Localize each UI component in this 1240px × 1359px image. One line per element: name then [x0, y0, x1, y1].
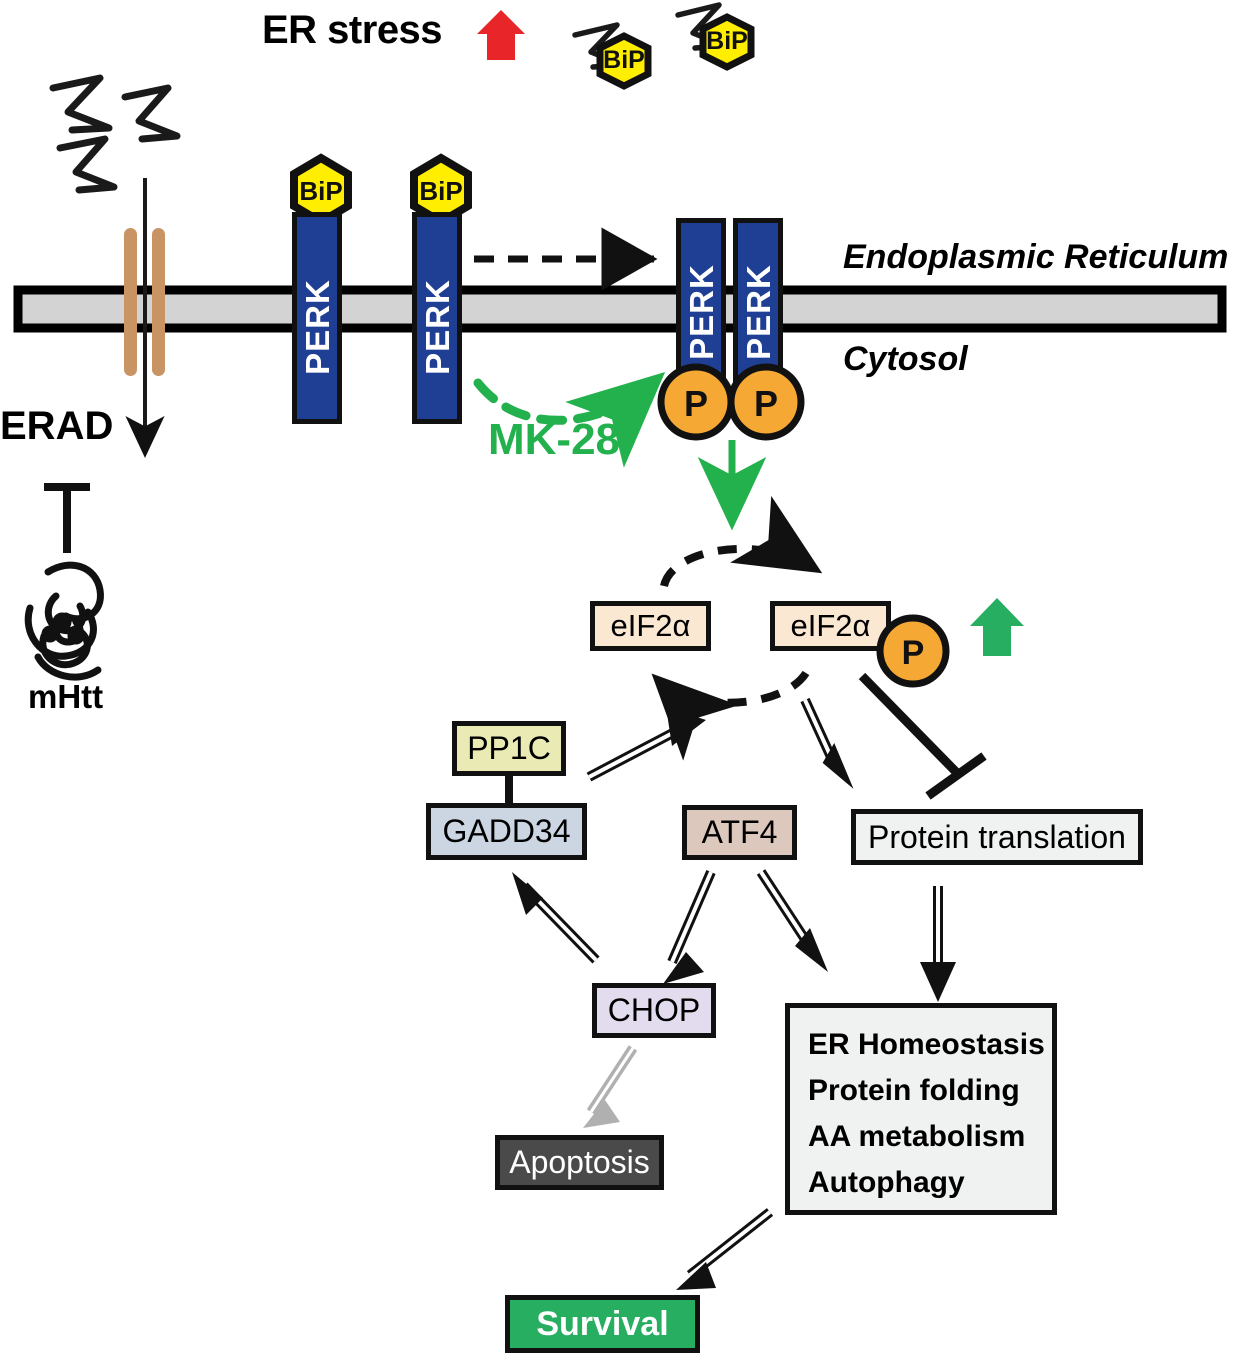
mk28-activation-arrow [473, 372, 666, 468]
node-atf4: ATF4 [682, 805, 797, 860]
perk-dimer-subunit-1: PERK [676, 218, 726, 388]
outcome-line-4: Autophagy [808, 1166, 965, 1199]
atf4-label: ATF4 [701, 814, 778, 850]
node-chop: CHOP [592, 983, 716, 1038]
eif2a-p-label: eIF2α [790, 608, 871, 643]
perk-bar-1: PERK [292, 212, 342, 424]
eif2a-p-increase-up-arrow-icon [970, 598, 1024, 656]
mk28-label: MK-28 [488, 415, 621, 464]
eif2a-label: eIF2α [610, 608, 691, 643]
svg-text:BiP: BiP [603, 46, 645, 74]
translocon-icon [124, 228, 165, 376]
svg-text:BiP: BiP [299, 176, 342, 206]
bip-hexagon-icon-2: BiP [410, 153, 472, 227]
survival-label: Survival [536, 1304, 669, 1343]
eif2aP-to-atf4-arrow [800, 697, 854, 789]
svg-text:P: P [684, 383, 708, 424]
er-membrane [13, 285, 1227, 333]
node-apoptosis: Apoptosis [495, 1135, 664, 1190]
outcome-line-1: ER Homeostasis [808, 1028, 1045, 1061]
eif2a-box: eIF2α [590, 601, 711, 651]
er-stress-label: ER stress [262, 8, 443, 52]
atf4-to-outcomes-arrow [756, 869, 828, 972]
outcome-line-2: Protein folding [808, 1074, 1020, 1107]
svg-text:P: P [902, 634, 925, 672]
mhtt-aggregate-icon [24, 561, 104, 681]
perk-phospho-group: P P [657, 363, 805, 441]
gadd34-label: GADD34 [442, 813, 571, 849]
eif2a-p-box: eIF2α [770, 601, 891, 651]
svg-text:BiP: BiP [419, 176, 462, 206]
svg-text:BiP: BiP [706, 27, 748, 55]
node-survival: Survival [505, 1295, 700, 1353]
apoptosis-label: Apoptosis [509, 1144, 650, 1180]
endoplasmic-reticulum-label: Endoplasmic Reticulum [843, 238, 1229, 276]
gadd34-pp1c-to-cycle-arrow [586, 707, 706, 782]
node-gadd34: GADD34 [426, 803, 587, 860]
translation-to-outcomes-arrow [920, 886, 956, 1002]
atf4-to-chop-arrow [663, 870, 716, 984]
er-stress-up-arrow-icon [477, 10, 525, 60]
protein-translation-label: Protein translation [868, 818, 1126, 855]
misfolded-protein-icon-group [49, 74, 181, 194]
node-pp1c: PP1C [452, 721, 566, 776]
outcomes-to-survival-arrow [676, 1208, 774, 1290]
outcomes-box: ER Homeostasis Protein folding AA metabo… [785, 1003, 1057, 1215]
outcome-line-3: AA metabolism [808, 1120, 1026, 1153]
erad-inhibition-arrow [44, 483, 90, 553]
chop-to-gadd34-arrow [512, 872, 600, 964]
perk-dimer-subunit-2: PERK [733, 218, 783, 388]
eif2a-cycle-arrows [651, 495, 823, 761]
released-bip-group: BiP BiP [572, 2, 755, 90]
erad-label: ERAD [0, 404, 114, 448]
svg-text:P: P [754, 383, 778, 424]
node-protein-translation: Protein translation [851, 809, 1143, 865]
eif2aP-inhibits-translation [858, 672, 987, 800]
perk-label-1: PERK [299, 279, 336, 375]
chop-to-apoptosis-arrow [583, 1045, 638, 1128]
mhtt-label: mHtt [28, 678, 104, 715]
chop-label: CHOP [607, 992, 701, 1028]
perk-label-2: PERK [419, 279, 456, 375]
eif2a-phospho-icon: P [876, 614, 950, 688]
pp1c-label: PP1C [467, 730, 551, 766]
bip-hexagon-icon-1: BiP [290, 153, 352, 227]
cytosol-label: Cytosol [843, 340, 968, 378]
perk-bar-2: PERK [412, 212, 462, 424]
